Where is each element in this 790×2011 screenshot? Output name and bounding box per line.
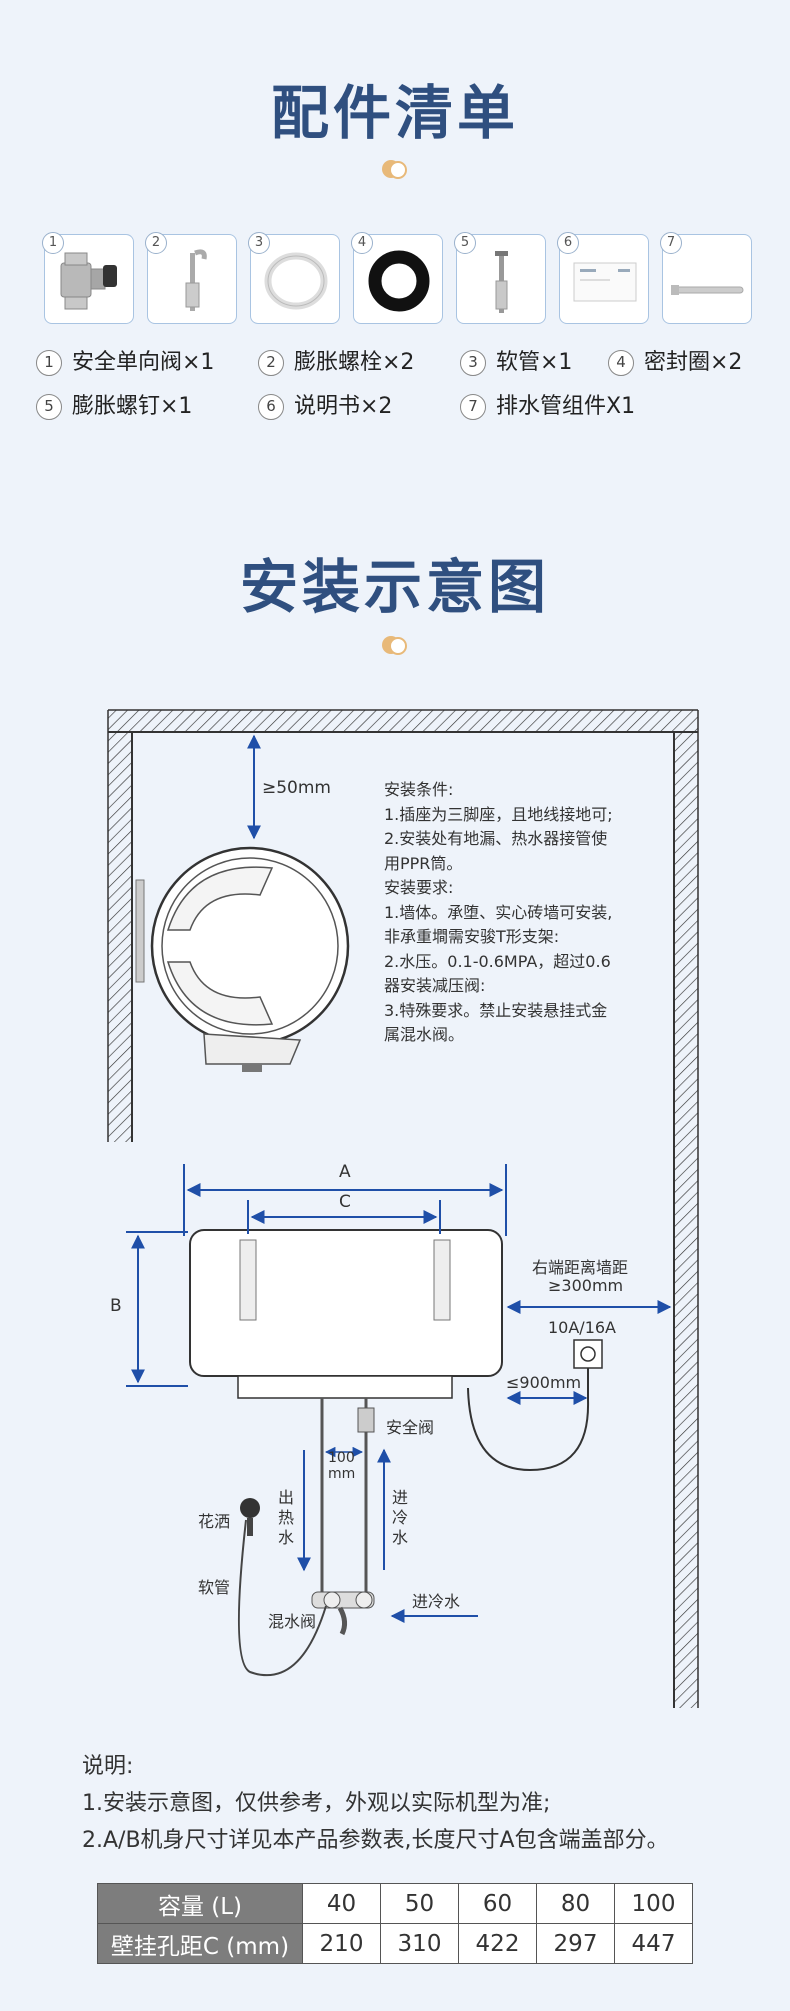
capacity-header: 容量 (L) <box>97 1883 303 1924</box>
installation-title: 安装示意图 <box>239 553 550 621</box>
top-gap-label: ≥50mm <box>262 778 331 798</box>
expansion-bolt-icon <box>185 249 207 311</box>
accessory-card-number: 4 <box>351 232 373 254</box>
cold-water-inlet-label: 进冷水 <box>412 1592 461 1611</box>
heater-side-view <box>135 846 350 1072</box>
notes: 说明: 1.安装示意图，仅供参考，外观以实际机型为准; 2.A/B机身尺寸详见本… <box>82 1748 669 1859</box>
hot-water-out-label-2: 热 <box>278 1508 295 1527</box>
drain-pipe-icon <box>671 285 744 295</box>
power-socket <box>467 1339 603 1472</box>
socket-label: 10A/16A <box>548 1318 616 1337</box>
accessory-card-5: 5 <box>454 232 546 324</box>
accessory-card-6: 6 <box>557 232 649 324</box>
accessory-card-number: 5 <box>454 232 476 254</box>
accessory-card-number: 6 <box>557 232 579 254</box>
installation-diagram <box>107 709 699 1708</box>
accessory-card-3: 3 <box>248 232 340 324</box>
table-cell: 297 <box>536 1923 615 1964</box>
accessory-card-1: 1 <box>42 232 134 324</box>
cold-water-in-label-1: 进 <box>392 1488 409 1507</box>
socket-gap-label: ≤900mm <box>506 1373 582 1392</box>
accessory-card-7: 7 <box>660 232 752 324</box>
heater-front-view <box>189 1229 503 1399</box>
dimension-b-label: B <box>110 1296 122 1316</box>
dimension-lines <box>126 1164 672 1405</box>
decorative-dot-icon <box>382 160 407 179</box>
notes-heading: 说明: <box>82 1754 134 1779</box>
safety-valve-label: 安全阀 <box>386 1418 435 1437</box>
cold-water-in-label-3: 水 <box>392 1528 409 1547</box>
decorative-dot-icon <box>382 636 407 655</box>
side-gap-label: 右端距离墙距 <box>532 1258 629 1277</box>
seal-ring-icon <box>368 250 430 312</box>
accessory-card-number: 2 <box>145 232 167 254</box>
notes-line-2: 2.A/B机身尺寸详见本产品参数表,长度尺寸A包含端盖部分。 <box>82 1828 669 1853</box>
shower-label: 花洒 <box>198 1512 231 1531</box>
dimension-c-label: C <box>339 1192 351 1212</box>
table-cell: 50 <box>380 1883 459 1924</box>
accessory-card-number: 1 <box>42 232 64 254</box>
gap-mm-label: mm <box>328 1466 356 1482</box>
installation-conditions: 安装条件: 1.插座为三脚座，且地线接地可; 2.安装处有地漏、热水器接管使 用… <box>384 780 613 1044</box>
accessory-card-number: 7 <box>660 232 682 254</box>
hose-label: 软管 <box>198 1578 231 1597</box>
water-pipes <box>237 1398 478 1677</box>
table-cell: 60 <box>458 1883 537 1924</box>
gap-100-label: 100 <box>328 1450 355 1466</box>
accessory-cards: 1 2 3 4 5 <box>42 232 754 324</box>
accessory-card-2: 2 <box>145 232 237 324</box>
accessories-title: 配件清单 <box>270 79 519 147</box>
mixer-valve-label: 混水阀 <box>268 1612 317 1631</box>
expansion-screw-icon <box>495 251 508 313</box>
table-cell: 210 <box>302 1923 381 1964</box>
hot-water-out-label-3: 水 <box>278 1528 295 1547</box>
safety-valve-icon <box>60 252 117 310</box>
table-cell: 40 <box>302 1883 381 1924</box>
table-row: 壁挂孔距C (mm) 210 310 422 297 447 <box>97 1923 693 1964</box>
hole-spacing-header: 壁挂孔距C (mm) <box>97 1923 303 1964</box>
table-cell: 80 <box>536 1883 615 1924</box>
accessory-card-number: 3 <box>248 232 270 254</box>
side-gap-value: ≥300mm <box>548 1276 624 1295</box>
table-cell: 422 <box>458 1923 537 1964</box>
cold-water-in-label-2: 冷 <box>392 1508 409 1527</box>
manual-icon <box>573 262 637 302</box>
notes-line-1: 1.安装示意图，仅供参考，外观以实际机型为准; <box>82 1791 551 1816</box>
table-cell: 310 <box>380 1923 459 1964</box>
dimension-a-label: A <box>339 1162 351 1182</box>
hot-water-out-label-1: 出 <box>278 1488 295 1507</box>
table-row: 容量 (L) 40 50 60 80 100 <box>97 1883 693 1924</box>
accessory-card-4: 4 <box>351 232 443 324</box>
table-cell: 100 <box>614 1883 693 1924</box>
wall-outline <box>107 709 699 1708</box>
spec-table: 容量 (L) 40 50 60 80 100 壁挂孔距C (mm) 210 31… <box>97 1883 693 1964</box>
table-cell: 447 <box>614 1923 693 1964</box>
hose-icon <box>264 252 328 310</box>
